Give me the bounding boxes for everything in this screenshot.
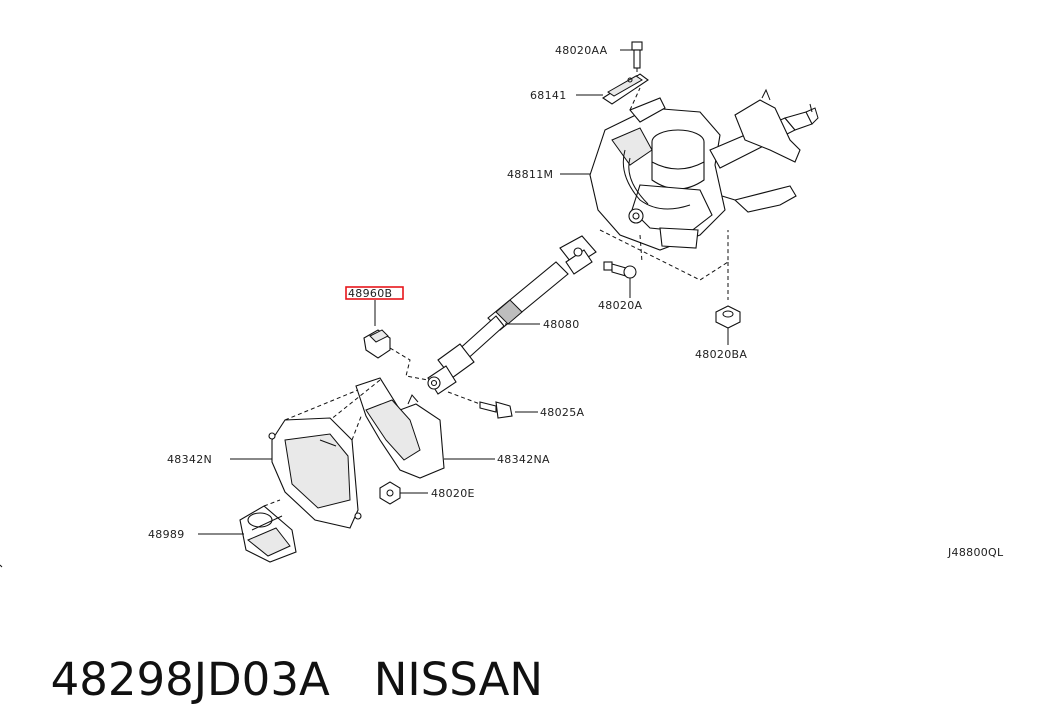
steering-column-assembly — [589, 87, 819, 300]
diagram-code: J48800QL — [947, 546, 1004, 559]
parts-diagram: 48020AA 68141 48811M 48960B 48080 48020A… — [0, 41, 1004, 568]
bolt-48025A — [447, 391, 513, 419]
label-48080: 48080 — [543, 318, 580, 331]
label-48989: 48989 — [148, 528, 185, 541]
label-48020E: 48020E — [431, 487, 475, 500]
screw-48020E — [379, 481, 428, 505]
cover-48342NA — [329, 377, 445, 479]
label-48342NA: 48342NA — [497, 453, 550, 466]
label-48020AA: 48020AA — [555, 44, 608, 57]
brand-name: NISSAN — [373, 653, 544, 706]
leader-lines — [198, 49, 632, 535]
label-68141: 68141 — [530, 89, 567, 102]
label-48342N: 48342N — [167, 453, 212, 466]
label-48811M: 48811M — [507, 168, 553, 181]
part-48960B — [345, 286, 429, 381]
nut-48020BA — [715, 305, 741, 345]
label-48025A: 48025A — [540, 406, 584, 419]
bolt-48020A — [603, 261, 637, 298]
label-48020BA: 48020BA — [695, 348, 747, 361]
bolt-48020AA — [631, 41, 643, 76]
part-number: 48298JD03A — [50, 653, 330, 706]
part-caption: 48298JD03A NISSAN — [22, 600, 543, 706]
label-48960B: 48960B — [348, 287, 392, 300]
boot-48989 — [239, 499, 297, 563]
cover-48342N — [268, 389, 363, 529]
plate-68141 — [601, 73, 649, 105]
label-48020A: 48020A — [598, 299, 642, 312]
intermediate-shaft-48080 — [427, 235, 597, 395]
